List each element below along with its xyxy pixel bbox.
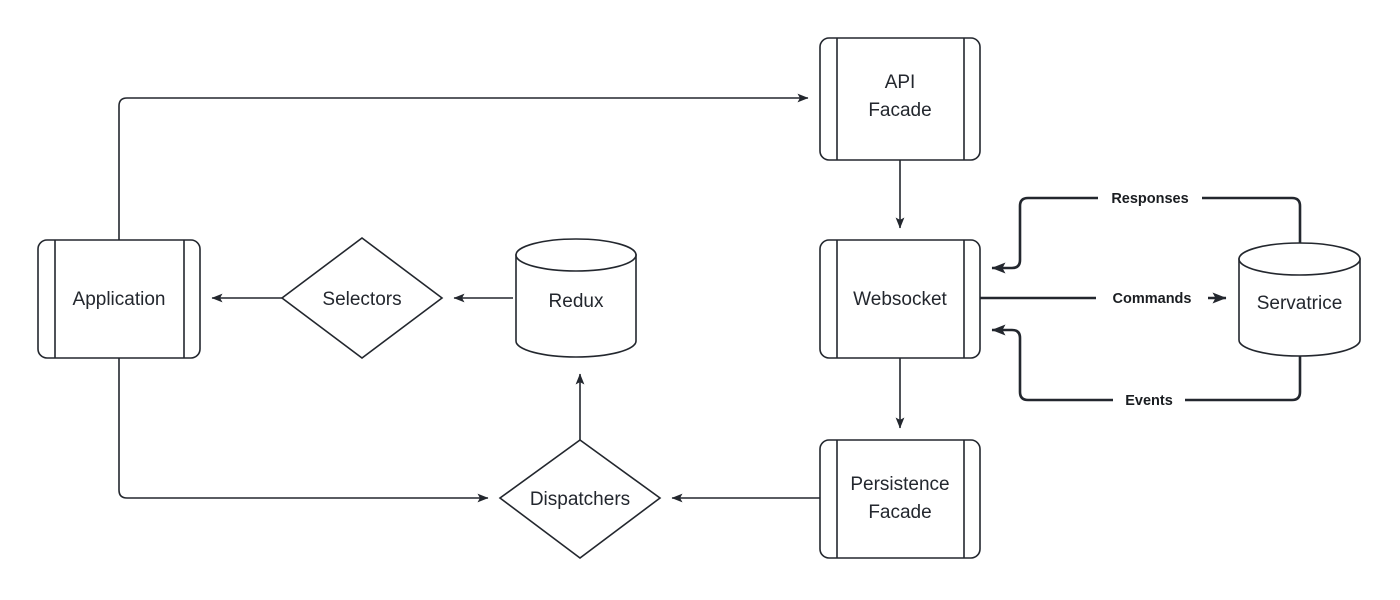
responses-label-backdrop <box>1098 188 1202 208</box>
events-label-backdrop <box>1113 390 1185 410</box>
node-label-persistence-facade-line2: Facade <box>868 502 931 523</box>
edge-label-responses: Responses <box>1111 191 1188 207</box>
node-label-application: Application <box>73 289 166 310</box>
node-label-servatrice: Servatrice <box>1257 293 1343 314</box>
node-label-selectors: Selectors <box>322 289 401 310</box>
node-dispatchers[interactable]: Dispatchers <box>498 439 662 559</box>
node-label-api-facade-line1: API <box>885 72 916 93</box>
node-label-websocket: Websocket <box>853 289 947 310</box>
node-application[interactable]: Application <box>37 239 201 359</box>
node-websocket[interactable]: Websocket <box>819 239 981 359</box>
edge-label-commands: Commands <box>1113 291 1192 307</box>
commands-label-backdrop <box>1096 288 1208 308</box>
node-label-redux: Redux <box>549 291 604 312</box>
edge-application-to-api-facade <box>118 93 809 240</box>
edge-events: Events <box>991 324 1302 410</box>
node-selectors[interactable]: Selectors <box>280 237 444 359</box>
node-label-persistence-facade-line1: Persistence <box>850 474 949 495</box>
node-redux[interactable]: Redux <box>515 238 637 358</box>
edge-responses: Responses <box>991 188 1302 274</box>
node-label-api-facade-line2: Facade <box>868 100 931 121</box>
node-label-dispatchers: Dispatchers <box>530 489 630 510</box>
edge-label-events: Events <box>1125 393 1173 409</box>
node-servatrice[interactable]: Servatrice <box>1238 242 1361 357</box>
node-persistence-facade[interactable]: Persistence Facade <box>819 439 981 559</box>
edge-application-to-dispatchers <box>118 358 489 503</box>
node-api-facade[interactable]: API Facade <box>819 37 981 161</box>
edge-commands: Commands <box>980 288 1227 308</box>
